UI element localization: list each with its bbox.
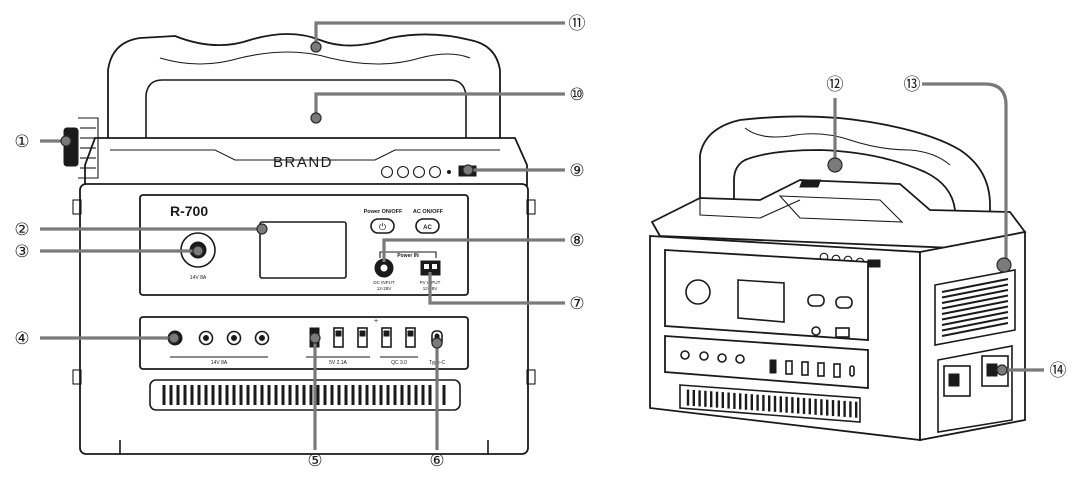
power-in-label: Power IN bbox=[397, 253, 419, 259]
callout-7: ⑦ bbox=[569, 294, 584, 313]
perspective-power-button[interactable] bbox=[807, 294, 825, 307]
power-in-bracket bbox=[379, 251, 437, 258]
front-view: BRAND R-700 bbox=[63, 33, 536, 455]
power-icon: ⏻ bbox=[379, 222, 386, 232]
side-clip bbox=[72, 199, 82, 215]
qc-label: QC 3.0 bbox=[391, 360, 407, 366]
handle-ridge bbox=[159, 51, 471, 65]
side-clip bbox=[526, 199, 536, 215]
vent-slat bbox=[941, 300, 1009, 315]
ac-onoff-label: AC ON/OFF bbox=[413, 209, 444, 215]
dc-outputs-label: 14V 8A bbox=[211, 360, 228, 366]
vent-slat bbox=[941, 294, 1009, 310]
car-socket-label: 14V 8A bbox=[190, 275, 207, 281]
callout-9: ⑨ bbox=[569, 161, 584, 180]
callout-4: ④ bbox=[14, 329, 29, 348]
side-vent bbox=[934, 269, 1016, 346]
power-onoff-label: Power ON/OFF bbox=[364, 209, 403, 215]
callout-8: ⑧ bbox=[569, 231, 584, 250]
lid-groove bbox=[110, 149, 500, 161]
callout-13: ⑬ bbox=[904, 75, 921, 94]
qc-marker: + bbox=[374, 318, 378, 325]
side-clip bbox=[72, 369, 82, 385]
model-label: R-700 bbox=[170, 203, 208, 219]
port-panel bbox=[139, 316, 469, 370]
bottom-vent bbox=[149, 379, 461, 411]
callout-5: ⑤ bbox=[307, 451, 322, 470]
dc-input-label: DC INPUT bbox=[373, 280, 395, 285]
perspective-car-socket bbox=[685, 279, 711, 305]
handle-outer bbox=[107, 33, 501, 140]
callout-numbers: ① ② ③ ④ ⑤ ⑥ ⑦ ⑧ ⑨ ⑩ ⑪ ⑫ ⑬ ⑭ bbox=[14, 14, 1066, 470]
perspective-dc-input bbox=[811, 326, 821, 336]
vent-slat bbox=[941, 311, 1009, 326]
callout-2: ② bbox=[14, 220, 29, 239]
lid-step bbox=[699, 198, 801, 219]
top-surface bbox=[650, 179, 1027, 249]
perspective-bottom-vent bbox=[679, 384, 861, 423]
vent-slat bbox=[941, 305, 1009, 321]
perspective-pv-input bbox=[835, 327, 850, 338]
handle-inner bbox=[145, 79, 467, 140]
brand-label: BRAND bbox=[273, 154, 333, 171]
dc-input-range: 12-28V bbox=[377, 286, 392, 291]
perspective-control-panel bbox=[664, 249, 869, 341]
usb-5v-label: 5V 2.1A bbox=[329, 360, 347, 366]
callout-1: ① bbox=[14, 132, 29, 151]
vent-slat bbox=[941, 278, 1009, 293]
pv-input-port[interactable] bbox=[420, 260, 441, 276]
callout-14: ⑭ bbox=[1050, 361, 1067, 380]
ac-button[interactable] bbox=[415, 218, 440, 234]
perspective-view bbox=[649, 115, 1027, 442]
handle-ridge-p bbox=[744, 127, 951, 166]
vent-slat bbox=[941, 322, 1009, 337]
top-badge bbox=[799, 179, 822, 188]
foot-lines bbox=[119, 440, 489, 454]
callout-3: ③ bbox=[14, 242, 29, 261]
callout-12: ⑫ bbox=[827, 75, 844, 94]
vent-slat bbox=[941, 283, 1009, 299]
ac-button-label: AC bbox=[423, 225, 432, 231]
callout-11: ⑪ bbox=[569, 14, 586, 33]
perspective-ports bbox=[680, 350, 855, 378]
vent-slat bbox=[941, 289, 1009, 304]
side-clip bbox=[526, 369, 536, 385]
vent-slat bbox=[941, 316, 1009, 332]
leaders bbox=[40, 21, 1044, 450]
callout-10: ⑩ bbox=[569, 85, 584, 104]
perspective-lcd bbox=[737, 279, 785, 323]
top-recess bbox=[778, 195, 904, 223]
callout-6: ⑥ bbox=[429, 451, 444, 470]
dc-input-port[interactable] bbox=[374, 258, 394, 278]
power-button[interactable] bbox=[370, 218, 395, 234]
side-face bbox=[919, 230, 1026, 442]
lcd-display bbox=[259, 221, 347, 279]
qc-ports[interactable] bbox=[381, 327, 416, 348]
perspective-ac-button[interactable] bbox=[835, 296, 853, 309]
battery-level-leds bbox=[380, 165, 451, 179]
